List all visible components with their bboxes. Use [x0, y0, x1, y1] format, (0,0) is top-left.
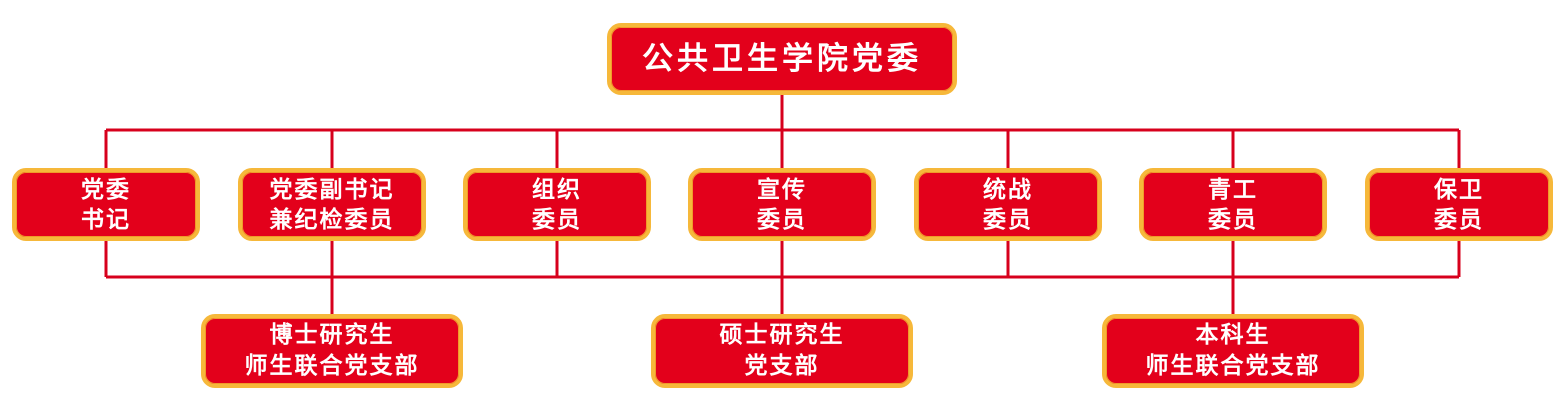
branch-label-line2: 师生联合党支部 [244, 353, 420, 379]
root-node-label: 公共卫生学院党委 [642, 41, 922, 77]
member-label-line1: 党委副书记 [269, 176, 395, 203]
branch-label-line2: 师生联合党支部 [1145, 353, 1321, 379]
member-label-line2: 书记 [81, 206, 131, 233]
branch-label-line1: 硕士研究生 [719, 322, 845, 348]
member-label-line2: 委员 [532, 206, 582, 233]
branch-label-line2: 党支部 [744, 353, 820, 379]
branch-node-doctoral: 博士研究生 师生联合党支部 [201, 314, 463, 388]
branch-node-masters: 硕士研究生 党支部 [651, 314, 913, 388]
member-node-united-front: 统战 委员 [914, 168, 1102, 241]
member-node-security: 保卫 委员 [1365, 168, 1553, 241]
member-label-line1: 宣传 [757, 176, 807, 203]
member-node-party-secretary: 党委 书记 [12, 168, 200, 241]
member-node-publicity: 宣传 委员 [688, 168, 876, 241]
root-node-party-committee: 公共卫生学院党委 [607, 23, 957, 95]
member-label-line1: 保卫 [1434, 176, 1484, 203]
branch-label-line1: 博士研究生 [269, 322, 395, 348]
member-label-line1: 党委 [81, 176, 131, 203]
member-label-line1: 统战 [983, 176, 1033, 203]
member-label-line2: 委员 [983, 206, 1033, 233]
member-node-deputy-secretary: 党委副书记 兼纪检委员 [238, 168, 426, 241]
member-node-youth-work: 青工 委员 [1139, 168, 1327, 241]
member-label-line1: 青工 [1208, 176, 1258, 203]
member-label-line2: 委员 [1434, 206, 1484, 233]
member-label-line2: 委员 [1208, 206, 1258, 233]
member-label-line2: 委员 [757, 206, 807, 233]
branch-label-line1: 本科生 [1195, 322, 1271, 348]
member-label-line2: 兼纪检委员 [269, 206, 395, 233]
branch-node-undergraduate: 本科生 师生联合党支部 [1102, 314, 1364, 388]
member-node-organization: 组织 委员 [463, 168, 651, 241]
member-label-line1: 组织 [532, 176, 582, 203]
